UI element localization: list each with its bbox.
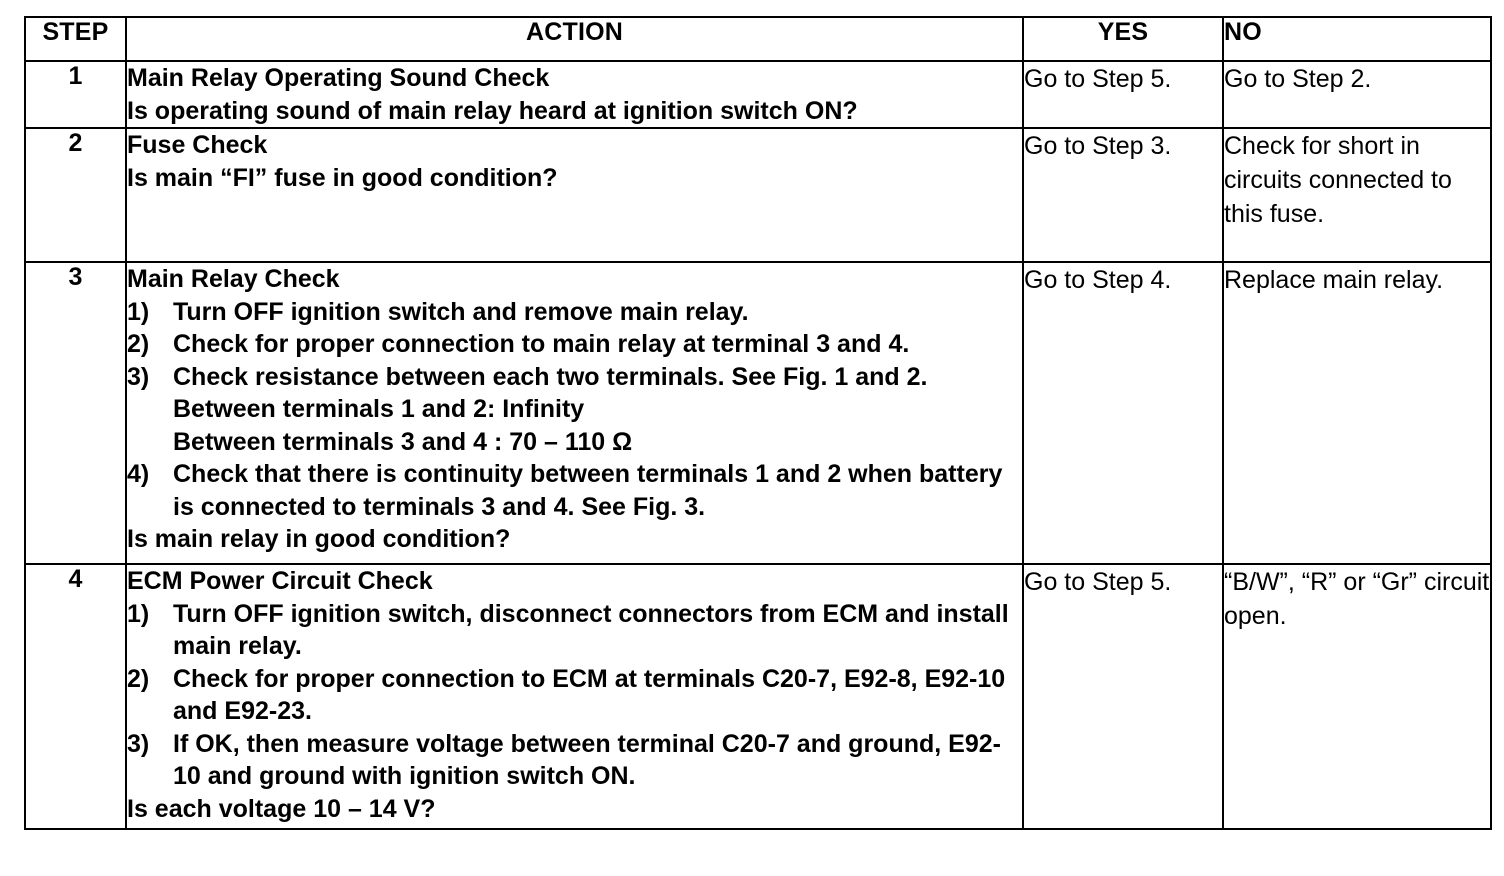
item-text: If OK, then measure voltage between term… (173, 729, 1001, 791)
table-row: 1 Main Relay Operating Sound Check Is op… (24, 60, 1492, 129)
no-result: “B/W”, “R” or “Gr” circuit open. (1224, 568, 1497, 630)
column-header-action: ACTION (125, 16, 1024, 62)
yes-result: Go to Step 5. (1024, 65, 1172, 93)
action-cell: ECM Power Circuit Check 1) Turn OFF igni… (125, 563, 1024, 830)
item-marker: 1) (127, 599, 150, 628)
item-text: Turn OFF ignition switch, disconnect con… (173, 599, 1009, 661)
action-question: Is each voltage 10 – 14 V? (127, 794, 436, 823)
action-cell: Fuse Check Is main “FI” fuse in good con… (125, 127, 1024, 263)
table-row: 3 Main Relay Check 1) Turn OFF ignition … (24, 261, 1492, 565)
no-result: Go to Step 2. (1224, 65, 1372, 93)
item-subline: Between terminals 3 and 4 : 70 – 110 Ω (173, 427, 633, 456)
action-question: Is main “FI” fuse in good condition? (127, 163, 558, 192)
column-header-no: NO (1222, 16, 1492, 62)
table-body: 1 Main Relay Operating Sound Check Is op… (24, 60, 1497, 830)
yes-result: Go to Step 5. (1024, 568, 1172, 596)
yes-cell: Go to Step 5. (1022, 60, 1224, 129)
yes-cell: Go to Step 5. (1022, 563, 1224, 830)
item-marker: 2) (127, 664, 150, 693)
action-step-item: 1) Turn OFF ignition switch and remove m… (127, 296, 1022, 329)
diagnostic-flow-table: STEP ACTION YES NO 1 Main Relay Operatin… (24, 16, 1492, 830)
action-title: Fuse Check (127, 131, 268, 159)
action-cell: Main Relay Operating Sound Check Is oper… (125, 60, 1024, 129)
step-number: 1 (24, 60, 127, 129)
item-marker: 3) (127, 362, 150, 391)
action-step-item: 2) Check for proper connection to ECM at… (127, 663, 1022, 728)
step-number: 4 (24, 563, 127, 830)
item-marker: 1) (127, 297, 150, 326)
table-header-row: STEP ACTION YES NO (24, 16, 1492, 62)
item-text: Check for proper connection to main rela… (173, 330, 910, 358)
no-cell: “B/W”, “R” or “Gr” circuit open. (1222, 563, 1497, 830)
action-question: Is main relay in good condition? (127, 525, 511, 553)
step-number: 2 (24, 127, 127, 263)
table-row: 4 ECM Power Circuit Check 1) Turn OFF ig… (24, 563, 1497, 830)
action-cell: Main Relay Check 1) Turn OFF ignition sw… (125, 261, 1024, 565)
action-title: Main Relay Operating Sound Check (127, 64, 550, 92)
step-number: 3 (24, 261, 127, 565)
yes-cell: Go to Step 3. (1022, 127, 1224, 263)
item-text: Check that there is continuity between t… (173, 460, 1003, 521)
item-text: Check for proper connection to ECM at te… (173, 664, 1006, 726)
action-step-item: 4) Check that there is continuity betwee… (127, 458, 1022, 523)
no-cell: Go to Step 2. (1222, 60, 1492, 129)
yes-result: Go to Step 3. (1024, 132, 1172, 160)
no-result: Check for short in circuits connected to… (1224, 132, 1459, 228)
item-text: Turn OFF ignition switch and remove main… (173, 297, 749, 326)
column-header-step: STEP (24, 16, 127, 62)
action-step-item: 3) Check resistance between each two ter… (127, 361, 1022, 394)
action-title: Main Relay Check (127, 265, 340, 293)
column-header-yes: YES (1022, 16, 1224, 62)
action-question: Is operating sound of main relay heard a… (127, 96, 858, 125)
item-marker: 2) (127, 330, 150, 358)
yes-result: Go to Step 4. (1024, 266, 1172, 294)
no-result: Replace main relay. (1224, 266, 1444, 294)
action-step-item: 3) If OK, then measure voltage between t… (127, 728, 1022, 793)
action-step-item: 1) Turn OFF ignition switch, disconnect … (127, 598, 1022, 663)
no-cell: Replace main relay. (1222, 261, 1492, 565)
item-marker: 3) (127, 729, 150, 758)
item-text: Check resistance between each two termin… (173, 362, 928, 391)
no-cell: Check for short in circuits connected to… (1222, 127, 1492, 263)
item-marker: 4) (127, 460, 150, 488)
item-subline: Between terminals 1 and 2: Infinity (173, 395, 585, 423)
action-step-item: 2) Check for proper connection to main r… (127, 328, 1022, 361)
yes-cell: Go to Step 4. (1022, 261, 1224, 565)
action-title: ECM Power Circuit Check (127, 567, 433, 595)
table-row: 2 Fuse Check Is main “FI” fuse in good c… (24, 127, 1492, 263)
